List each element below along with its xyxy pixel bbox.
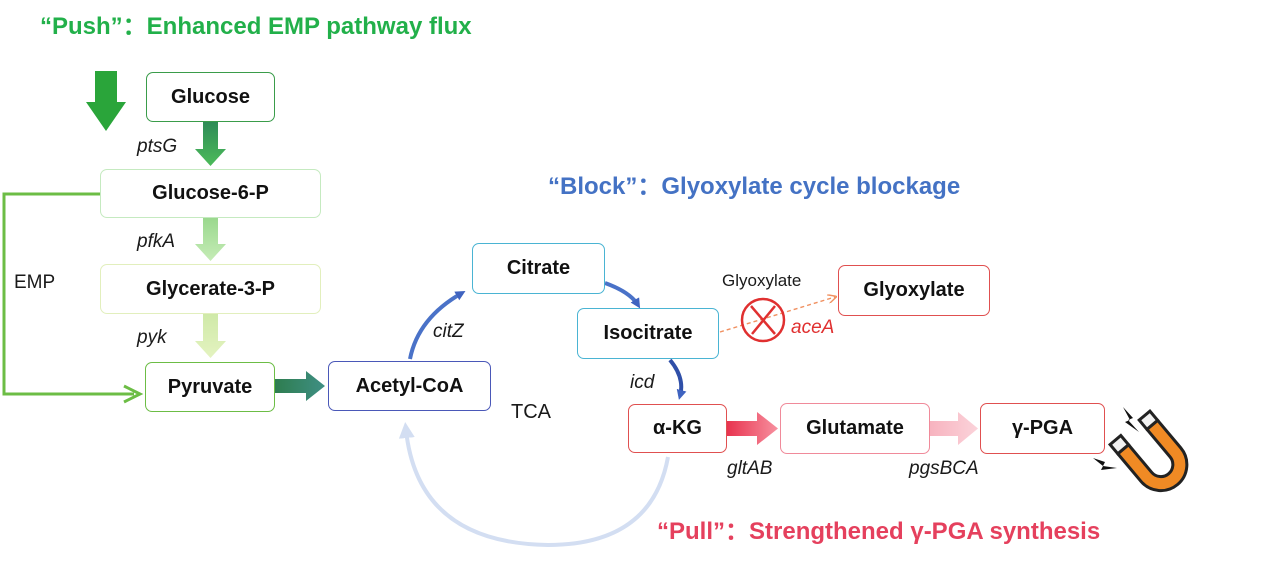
- node-glycerate-3-p: Glycerate-3-P: [100, 264, 321, 314]
- node-glucose: Glucose: [146, 72, 275, 122]
- push-arrow-icon: [86, 71, 126, 131]
- pathway-label-emp: EMP: [14, 272, 56, 293]
- enzyme-label-pfka: pfkA: [137, 231, 176, 252]
- enzyme-label-citz: citZ: [433, 321, 464, 342]
- node-glyoxylate: Glyoxylate: [838, 265, 990, 316]
- arrow-isocitrate-to-glyoxylate: [719, 297, 835, 333]
- enzyme-label-gltab: gltAB: [727, 458, 773, 479]
- block-heading: “Block”：Glyoxylate cycle blockage: [548, 173, 961, 200]
- node-acetyl-coa: Acetyl-CoA: [328, 361, 491, 411]
- arrow-isocitrate-to-akg: [668, 358, 687, 400]
- enzyme-label-icd: icd: [630, 372, 655, 393]
- node-gamma-pga: γ-PGA: [980, 403, 1105, 454]
- node-alpha-kg: α-KG: [628, 404, 727, 453]
- push-heading: “Push”：Enhanced EMP pathway flux: [40, 13, 472, 40]
- pull-heading: “Pull”：Strengthened γ-PGA synthesis: [657, 518, 1101, 545]
- enzyme-label-acea: aceA: [791, 317, 835, 338]
- glyoxylate-shunt-label: Glyoxylate: [722, 271, 802, 290]
- enzyme-label-pgsbca: pgsBCA: [909, 458, 979, 479]
- crossed-circle-icon: [740, 297, 786, 343]
- node-pyruvate: Pyruvate: [145, 362, 275, 412]
- arrow-akg-to-glutamate: [727, 412, 778, 445]
- node-isocitrate: Isocitrate: [577, 308, 719, 359]
- enzyme-label-ptsg: ptsG: [137, 136, 178, 157]
- node-glucose-6-p: Glucose-6-P: [100, 169, 321, 218]
- magnet-icon: [1093, 407, 1189, 493]
- emp-bypass-arrowhead: [123, 384, 144, 404]
- node-glutamate: Glutamate: [780, 403, 930, 454]
- arrow-g6p-to-glycerate: [195, 218, 226, 261]
- emp-bypass-line: [2, 192, 134, 396]
- arrow-glutamate-to-gpga: [930, 412, 978, 445]
- arrow-glucose-to-g6p: [195, 122, 226, 166]
- arrow-citrate-to-isocitrate: [604, 281, 641, 309]
- node-citrate: Citrate: [472, 243, 605, 294]
- pathway-label-tca: TCA: [511, 401, 551, 423]
- arrow-acetyl-coa-to-citrate: [408, 291, 466, 360]
- arrow-pyruvate-to-acetyl-coa: [275, 371, 325, 401]
- enzyme-label-pyk: pyk: [137, 327, 167, 348]
- arrow-tca-return: [398, 422, 670, 548]
- arrow-glycerate-to-pyruvate: [195, 314, 226, 358]
